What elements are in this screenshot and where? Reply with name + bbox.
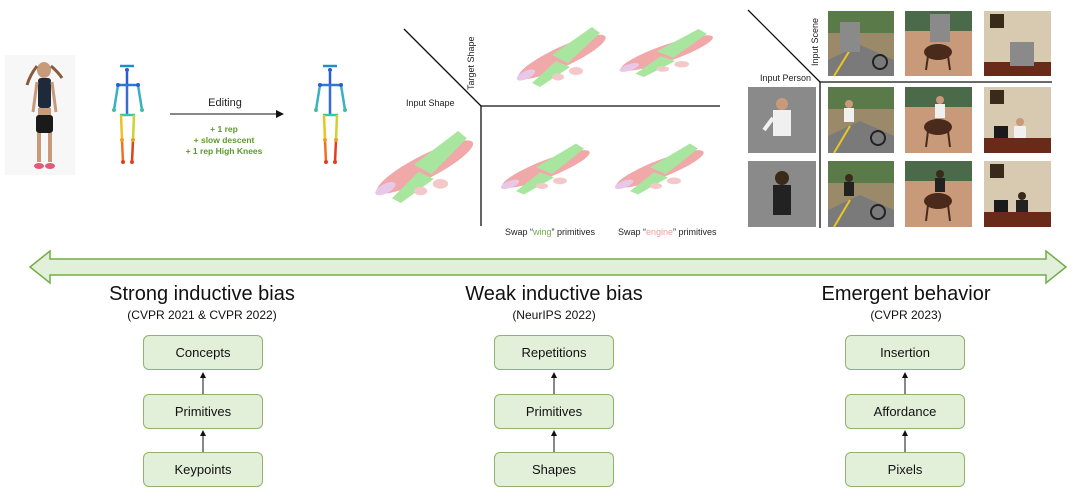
swap-prefix: Swap “ [618, 227, 647, 237]
edit-item: + 1 rep High Knees [185, 146, 263, 156]
box-primitives: Primitives [494, 394, 614, 429]
box-shapes: Shapes [494, 452, 614, 487]
column-title: Emergent behavior [821, 283, 991, 305]
result-office-2 [984, 161, 1051, 227]
result-horse-1 [905, 87, 972, 153]
editing-label: Editing [208, 97, 242, 109]
input-person-label: Input Person [760, 73, 812, 83]
swap-word-wing: wing [533, 227, 552, 237]
box-affordance: Affordance [845, 394, 965, 429]
input-person-2 [748, 161, 816, 227]
scene-bike-masked [828, 11, 894, 77]
column-venue: (NeurIPS 2022) [512, 308, 596, 322]
input-shape-label: Input Shape [406, 98, 455, 108]
scene-horse-masked [905, 11, 972, 76]
box-primitives: Primitives [143, 394, 263, 429]
edit-item: + slow descent [193, 135, 255, 145]
edit-list: + 1 rep + slow descent + 1 rep High Knee… [168, 124, 280, 157]
swap-suffix: ” primitives [673, 227, 717, 237]
result-office-1 [984, 87, 1051, 153]
swap-wing-caption: Swap “wing” primitives [505, 227, 595, 237]
box-concepts: Concepts [143, 335, 263, 370]
column-venue: (CVPR 2021 & CVPR 2022) [127, 308, 277, 322]
edit-item: + 1 rep [210, 124, 238, 134]
box-insertion: Insertion [845, 335, 965, 370]
swap-prefix: Swap “ [505, 227, 534, 237]
swap-engine-caption: Swap “engine” primitives [618, 227, 717, 237]
box-pixels: Pixels [845, 452, 965, 487]
box-keypoints: Keypoints [143, 452, 263, 487]
swap-word-engine: engine [646, 227, 674, 237]
scene-office-masked [984, 11, 1051, 76]
input-person-1 [748, 87, 816, 153]
column-title: Weak inductive bias [465, 283, 643, 305]
result-bike-1 [828, 87, 894, 154]
result-horse-2 [905, 161, 972, 227]
box-repetitions: Repetitions [494, 335, 614, 370]
column-title: Strong inductive bias [109, 283, 295, 305]
swap-suffix: ” primitives [551, 227, 596, 237]
column-venue: (CVPR 2023) [870, 308, 942, 322]
result-bike-2 [828, 161, 894, 228]
